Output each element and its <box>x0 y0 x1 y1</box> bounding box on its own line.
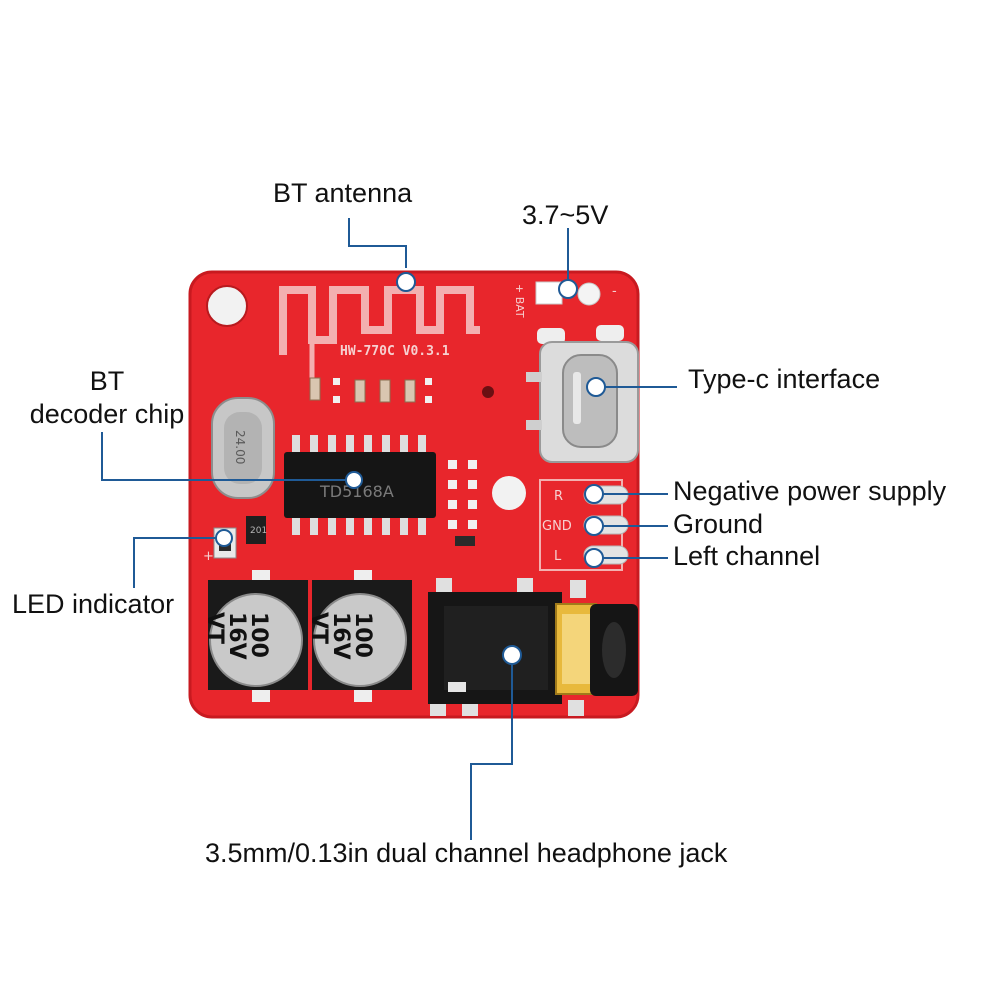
small-capacitor <box>455 536 475 546</box>
crystal-text: 24.00 <box>233 430 247 464</box>
capacitor-2-voltage: 16V <box>328 612 353 660</box>
label-voltage: 3.7~5V <box>522 200 609 230</box>
capacitor-2-value: 100 <box>350 612 375 658</box>
bat-text: + BAT <box>513 284 526 318</box>
label-negative-power: Negative power supply <box>673 476 947 506</box>
solder-pads-top <box>333 378 432 403</box>
resistor-text: 201 <box>250 526 267 536</box>
chip-text: TD5168A <box>319 482 394 501</box>
pin-label-r: R <box>554 489 563 504</box>
chip-pins-bottom <box>292 515 426 535</box>
dot-voltage <box>558 279 578 299</box>
callout-headphone-jack <box>470 664 513 840</box>
dot-ground <box>584 516 604 536</box>
label-bt-decoder-line2: decoder chip <box>29 399 185 429</box>
callout-dots <box>215 272 606 665</box>
capacitor-pads <box>252 570 372 702</box>
resistor-array <box>309 377 416 403</box>
capacitor-1-value: 100 <box>246 612 271 658</box>
dot-left-channel <box>584 548 604 568</box>
label-led-indicator: LED indicator <box>12 589 175 619</box>
led-plus-text: + <box>203 549 214 564</box>
dot-headphone-jack <box>502 645 522 665</box>
dot-led <box>215 529 233 547</box>
minus-text: - <box>612 284 617 299</box>
pin-label-gnd: GND <box>542 519 572 534</box>
svg-text:100 16V VT: 100 16V VT <box>202 612 271 667</box>
capacitor-2 <box>313 593 407 687</box>
capacitor-2-series: VT <box>306 612 331 644</box>
label-bt-antenna: BT antenna <box>273 178 413 208</box>
chip-pins-top <box>292 435 426 455</box>
battery-pad-minus <box>577 282 601 306</box>
callout-lines <box>101 218 677 840</box>
type-c-pad-a <box>537 328 565 344</box>
callout-bt-decoder <box>101 432 346 481</box>
callout-bt-antenna <box>348 218 407 268</box>
label-ground: Ground <box>673 509 764 539</box>
label-bt-decoder-line1: BT <box>89 366 125 396</box>
label-type-c: Type-c interface <box>688 364 881 394</box>
capacitor-1-series: VT <box>202 612 227 644</box>
mounting-hole <box>206 285 248 327</box>
capacitor-1-voltage: 16V <box>224 612 249 660</box>
board-model-text: HW-770C V0.3.1 <box>340 344 450 359</box>
battery-pad-plus <box>535 281 563 305</box>
callout-led <box>133 537 218 588</box>
label-headphone-jack: 3.5mm/0.13in dual channel headphone jack <box>205 838 728 868</box>
type-c-pad-b <box>596 325 624 341</box>
pin-label-l: L <box>554 549 562 564</box>
via-hole <box>482 386 494 398</box>
component-grid <box>448 460 477 529</box>
dot-bt-antenna <box>396 272 416 292</box>
resistor-201 <box>246 516 266 544</box>
svg-text:100 16V VT: 100 16V VT <box>306 612 375 667</box>
antenna-trace <box>279 286 480 355</box>
mounting-hole-small <box>492 476 526 510</box>
dot-bt-decoder <box>345 471 363 489</box>
label-left-channel: Left channel <box>673 541 821 571</box>
dot-type-c <box>586 377 606 397</box>
dot-negative-power <box>584 484 604 504</box>
capacitor-1 <box>209 593 303 687</box>
